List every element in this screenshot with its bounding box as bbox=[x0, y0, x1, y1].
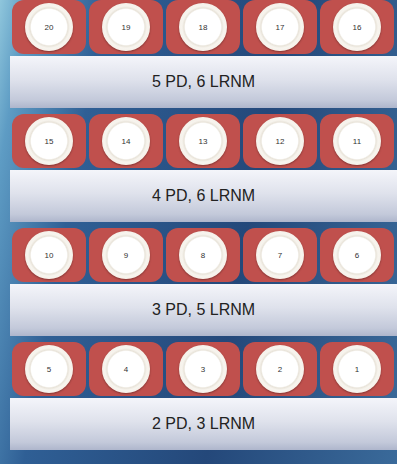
callout-number: 14 bbox=[122, 137, 131, 146]
callout-number: 13 bbox=[199, 137, 208, 146]
callout-number: 10 bbox=[45, 251, 54, 260]
number-circle: 5 bbox=[25, 345, 73, 393]
callout-number: 7 bbox=[278, 251, 282, 260]
callout-number: 4 bbox=[124, 365, 128, 374]
callout-number: 15 bbox=[45, 137, 54, 146]
number-circle: 14 bbox=[102, 117, 150, 165]
callout-number: 9 bbox=[124, 251, 128, 260]
callout-number: 3 bbox=[201, 365, 205, 374]
callout-number: 6 bbox=[355, 251, 359, 260]
number-circle: 3 bbox=[179, 345, 227, 393]
number-circle: 11 bbox=[333, 117, 381, 165]
number-circle: 4 bbox=[102, 345, 150, 393]
number-circle: 13 bbox=[179, 117, 227, 165]
number-circle: 2 bbox=[256, 345, 304, 393]
band-label: 2 PD, 3 LRNM bbox=[152, 415, 255, 433]
label-band: 2 PD, 3 LRNM bbox=[10, 398, 397, 450]
number-circle: 9 bbox=[102, 231, 150, 279]
callout-number: 19 bbox=[122, 23, 131, 32]
number-circle: 1 bbox=[333, 345, 381, 393]
band-label: 5 PD, 6 LRNM bbox=[152, 73, 255, 91]
number-circle: 18 bbox=[179, 3, 227, 51]
number-circle: 12 bbox=[256, 117, 304, 165]
number-circle: 20 bbox=[25, 3, 73, 51]
number-circle: 16 bbox=[333, 3, 381, 51]
label-band: 3 PD, 5 LRNM bbox=[10, 284, 397, 336]
callout-number: 12 bbox=[276, 137, 285, 146]
callout-number: 8 bbox=[201, 251, 205, 260]
callout-number: 1 bbox=[355, 365, 359, 374]
callout-number: 5 bbox=[47, 365, 51, 374]
number-circle: 6 bbox=[333, 231, 381, 279]
number-circle: 19 bbox=[102, 3, 150, 51]
callout-number: 16 bbox=[353, 23, 362, 32]
callout-number: 18 bbox=[199, 23, 208, 32]
callout-number: 2 bbox=[278, 365, 282, 374]
number-circle: 8 bbox=[179, 231, 227, 279]
label-band: 5 PD, 6 LRNM bbox=[10, 56, 397, 108]
band-label: 4 PD, 6 LRNM bbox=[152, 187, 255, 205]
band-label: 3 PD, 5 LRNM bbox=[152, 301, 255, 319]
number-circle: 15 bbox=[25, 117, 73, 165]
number-circle: 7 bbox=[256, 231, 304, 279]
callout-number: 20 bbox=[45, 23, 54, 32]
label-band: 4 PD, 6 LRNM bbox=[10, 170, 397, 222]
number-circle: 17 bbox=[256, 3, 304, 51]
callout-number: 17 bbox=[276, 23, 285, 32]
number-circle: 10 bbox=[25, 231, 73, 279]
callout-number: 11 bbox=[353, 137, 361, 146]
